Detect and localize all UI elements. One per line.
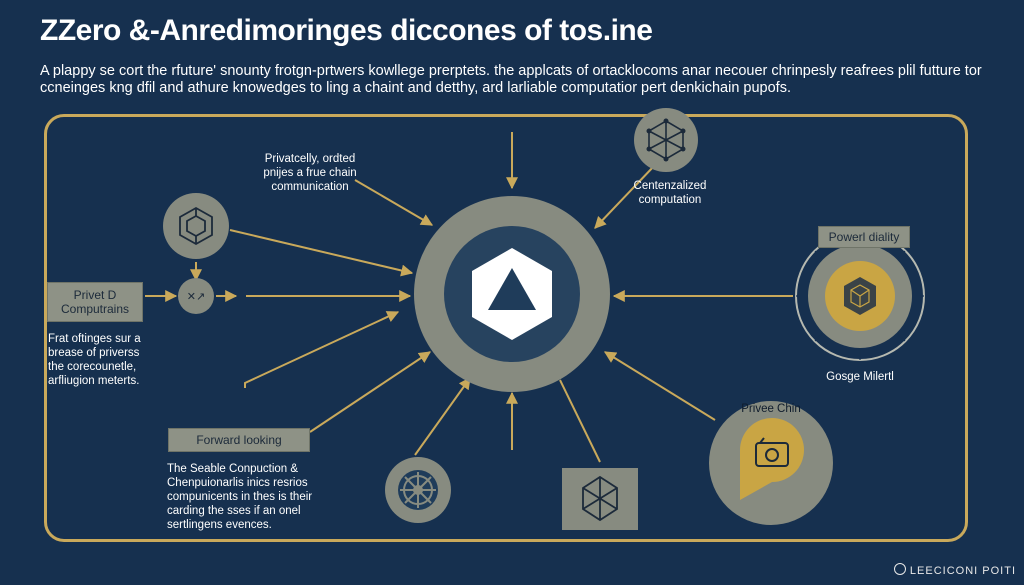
- network-node-top-right: [634, 108, 698, 172]
- diagram-frame: [44, 114, 968, 542]
- box-forward-looking: Forward looking: [168, 428, 310, 452]
- arrow-bottom-left: [414, 377, 471, 456]
- box-power-diality: Powerl diality: [818, 226, 910, 248]
- connector-icon: ✕↗: [187, 290, 205, 303]
- brand-mark-icon: [893, 563, 906, 575]
- arrow-left-lower: [244, 311, 400, 388]
- arrow-forward: [309, 351, 431, 433]
- label-bottom-description: The Seable Conpuction & Chenpuionarlis i…: [167, 463, 313, 531]
- triangle-icon: [488, 268, 536, 310]
- page-subtitle: A plappy se cort the rfuture' snounty fr…: [40, 63, 982, 96]
- line-bottom-right: [559, 379, 601, 463]
- box-privet-computrains: Privet D Computrains: [47, 282, 143, 322]
- gear-icon: [398, 470, 438, 510]
- footer-brand: LEECICONI POITI: [893, 563, 1016, 577]
- hexagon-node-left: [163, 193, 229, 259]
- arrow-left-upper: [229, 229, 414, 277]
- small-node-left: ✕↗: [178, 278, 214, 314]
- privee-chin-node: [709, 401, 833, 525]
- central-hub: [414, 196, 610, 392]
- cube-icon-gold: [850, 284, 870, 308]
- label-private-chain: Privatcelly, ordted pnijes a frue chain …: [263, 153, 357, 193]
- label-gosge-milertl: Gosge Milertl: [826, 371, 894, 383]
- label-privee-chin: Privee Chin: [741, 403, 801, 415]
- cube-icon: [179, 206, 213, 246]
- label-left-description: Frat oftinges sur a brease of priverss t…: [48, 333, 141, 387]
- polyhedron-icon: [582, 475, 618, 522]
- arrow-privee: [603, 351, 716, 421]
- square-node-bottom: [562, 468, 638, 530]
- page-title: ZZero &-Anredimoringes diccones of tos.i…: [40, 14, 653, 47]
- gear-node-bottom: [385, 457, 451, 523]
- connectors: [145, 132, 793, 463]
- arrow-top-left: [354, 179, 434, 226]
- power-node-right: [795, 231, 925, 361]
- arrow-top-right: [594, 164, 656, 229]
- camera-icon: [755, 437, 789, 467]
- label-centralized: Centenzalized computation: [633, 180, 707, 206]
- footer-text: LEECICONI POITI: [909, 565, 1016, 577]
